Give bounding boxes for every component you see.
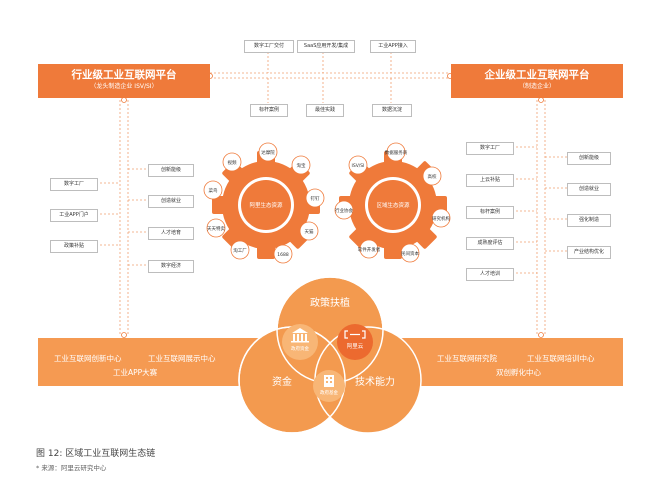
left-platform: 行业级工业互联网平台 （龙头制造企业 ISV/SI） (38, 64, 210, 98)
bottom-band-left (38, 338, 278, 386)
venn-left-label: 资金 (272, 375, 292, 388)
bottom-band-right (386, 338, 623, 386)
left-b-0: 创新能级 (148, 164, 194, 177)
venn-c3-label: 政府基金 (320, 389, 338, 396)
right-a-0: 数字工厂 (466, 142, 514, 155)
left-b-1: 创造就业 (148, 195, 194, 208)
top-box-saas: SaaS应用开发/集成 (297, 40, 355, 53)
gl-label-taogongchang: 淘工厂 (233, 247, 247, 254)
right-a-3: 成熟度评估 (466, 237, 514, 250)
top-box-app: 工业APP接入 (370, 40, 416, 53)
gear-left-icon: 阿里生态资源 (212, 151, 320, 259)
left-a-0: 数字工厂 (50, 178, 98, 191)
gr-label-capital: 民间资本 (401, 250, 419, 257)
right-b-0: 创新能级 (567, 152, 611, 165)
right-a-4: 人才培训 (466, 268, 514, 281)
gl-label-cainiao: 菜鸟 (209, 187, 218, 194)
right-a-2: 标杆案例 (466, 206, 514, 219)
gl-label-tmall: 天猫 (305, 228, 314, 235)
band-right-0: 工业互联网研究院 (437, 354, 497, 363)
left-b-3: 数字经济 (148, 260, 194, 273)
left-b-2: 人才培育 (148, 227, 194, 240)
top-box-digital-factory: 数字工厂交付 (244, 40, 294, 53)
gear-left-center: 阿里生态资源 (249, 201, 283, 209)
right-platform-title: 企业级工业互联网平台 (484, 69, 590, 81)
gr-label-univ: 高校 (428, 173, 437, 180)
bank-icon (291, 328, 309, 343)
right-b-2: 强化制造 (567, 214, 611, 227)
band-right-2: 双创孵化中心 (496, 368, 541, 377)
left-a-2: 政策补贴 (50, 240, 98, 253)
gr-label-data: 数据服务商 (385, 149, 408, 156)
band-left-2: 工业APP大赛 (113, 368, 158, 377)
gr-label-dev: 软件开发者 (358, 246, 381, 253)
mid-box-practice: 最佳实践 (306, 104, 344, 117)
gl-label-1688: 1688 (277, 252, 289, 258)
right-b-3: 产业结构优化 (567, 246, 611, 259)
gl-label-damo: 达摩院 (261, 149, 275, 156)
gear-right-center: 区域生态资源 (376, 201, 410, 209)
right-a-1: 上云补贴 (466, 174, 514, 187)
venn-top-label: 政策扶植 (310, 296, 350, 309)
gl-label-video: 视频 (228, 159, 237, 166)
building-icon (324, 375, 334, 387)
gr-label-research: 研究机构 (432, 215, 450, 222)
mid-box-data: 数据沉淀 (372, 104, 412, 117)
aliyun-icon (344, 330, 366, 339)
right-b-1: 创造就业 (567, 183, 611, 196)
gl-label-tiantian: 天天特卖 (207, 225, 225, 232)
band-right-1: 工业互联网培训中心 (527, 354, 595, 363)
venn-c2-label: 阿里云 (347, 342, 364, 350)
band-left-0: 工业互联网创新中心 (54, 354, 122, 363)
gl-label-taobao: 淘宝 (297, 162, 306, 169)
gr-label-assoc: 行业协会 (335, 207, 353, 214)
left-a-1: 工业APP门户 (50, 209, 98, 222)
band-left-1: 工业互联网展示中心 (148, 354, 216, 363)
venn-right-label: 技术能力 (355, 375, 395, 388)
gr-label-isv: ISV/SI (352, 163, 365, 169)
figure-source: * 来源：阿里云研究中心 (36, 464, 107, 472)
right-platform: 企业级工业互联网平台 （制造企业） (451, 64, 623, 98)
figure-caption: 图 12: 区域工业互联网生态链 (36, 449, 156, 459)
left-platform-title: 行业级工业互联网平台 (71, 69, 177, 81)
venn-c1-label: 政府资金 (291, 345, 309, 352)
mid-box-cases: 标杆案例 (250, 104, 288, 117)
gl-label-dingtalk: 钉钉 (311, 195, 320, 202)
left-platform-subtitle: （龙头制造企业 ISV/SI） (90, 83, 158, 90)
right-platform-subtitle: （制造企业） (518, 83, 555, 90)
